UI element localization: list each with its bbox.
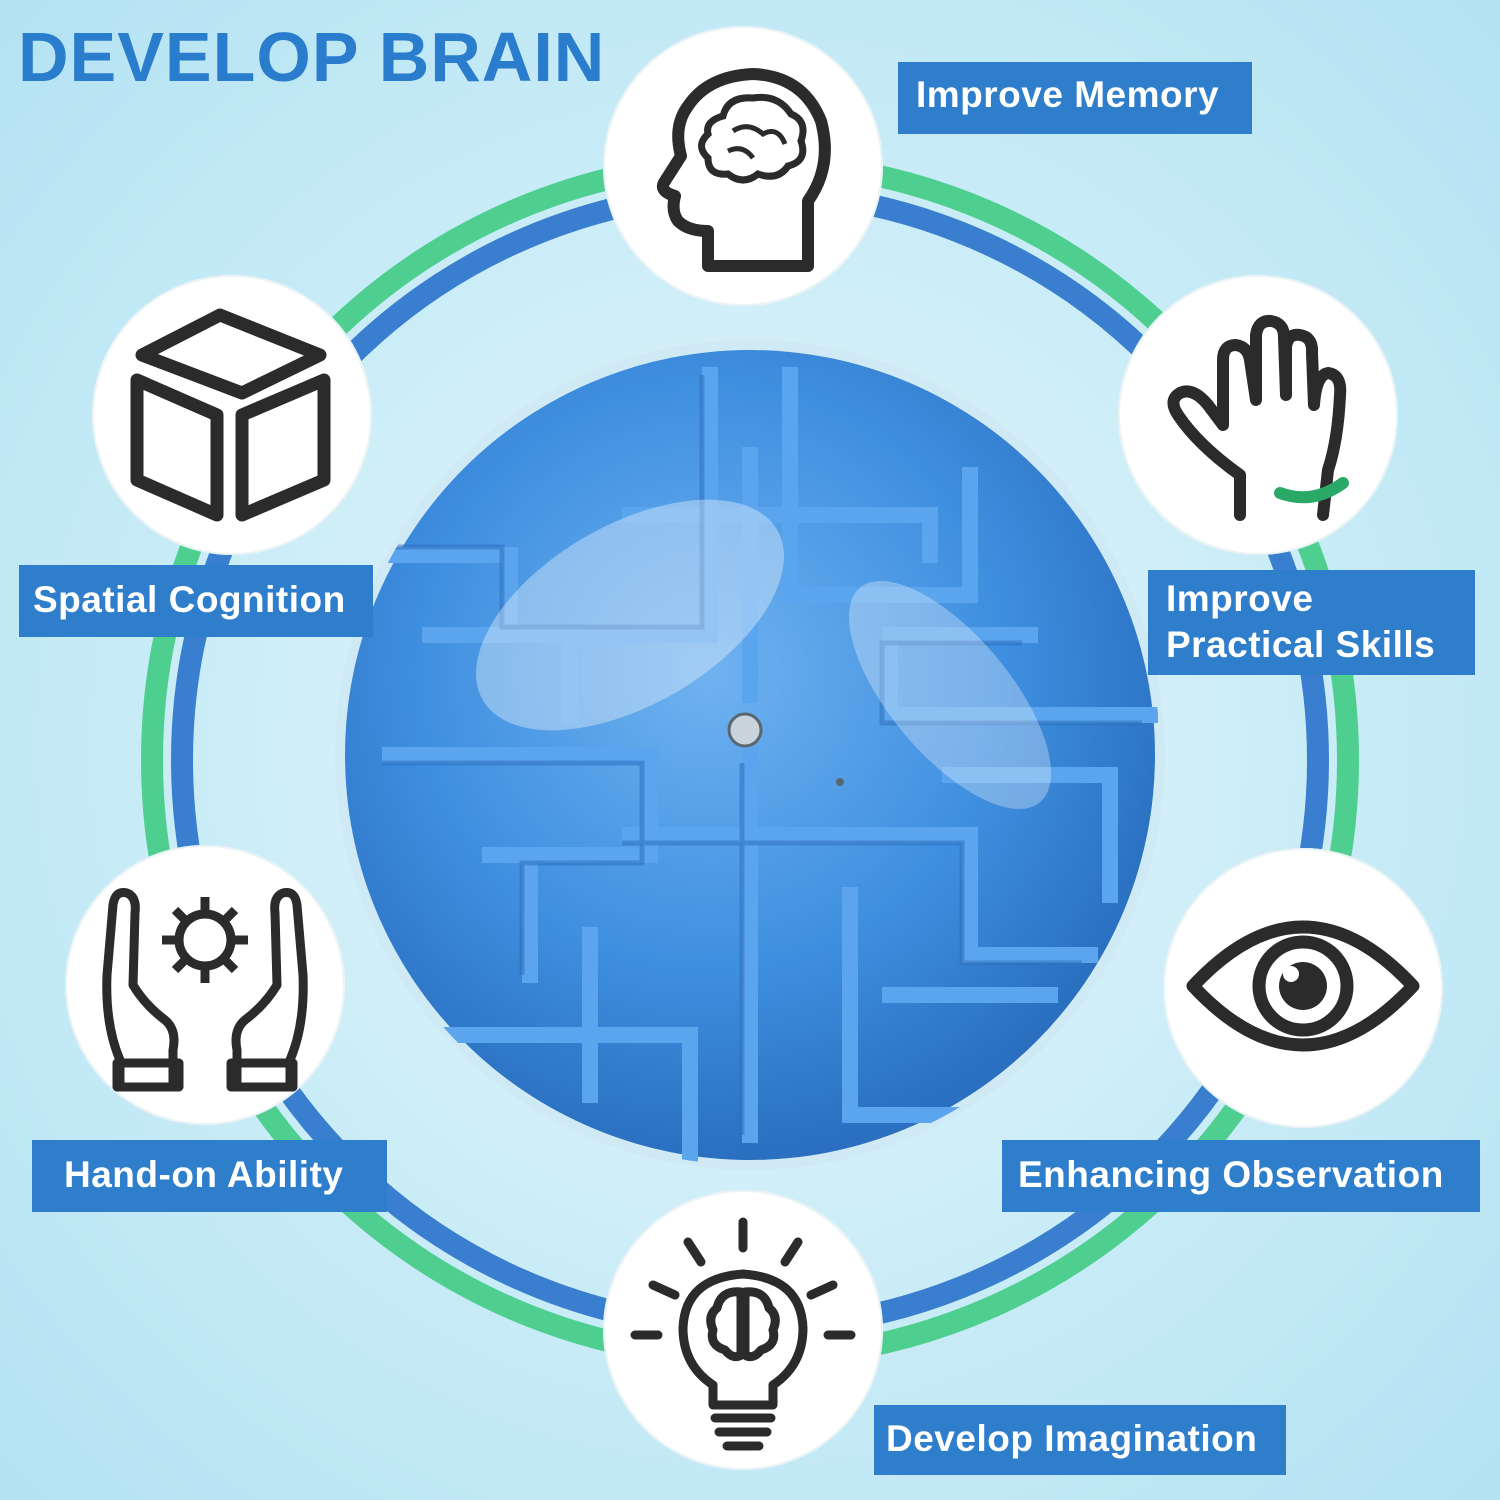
improve-memory-circle (603, 26, 883, 306)
page-title: DEVELOP BRAIN (18, 18, 606, 96)
label-practical-skills: Improve Practical Skills (1148, 570, 1475, 675)
label-enhancing-observation: Enhancing Observation (1002, 1140, 1480, 1212)
eye-icon (1186, 920, 1420, 1052)
develop-imagination-circle (603, 1190, 883, 1470)
spatial-cognition-circle (92, 275, 372, 555)
label-hand-on-ability: Hand-on Ability (32, 1140, 387, 1212)
label-improve-memory: Improve Memory (898, 62, 1252, 134)
lightbulb-brain-icon (630, 1217, 856, 1451)
hand-on-ability-circle (65, 845, 345, 1125)
practical-skills-circle (1118, 275, 1398, 555)
hands-gear-icon (102, 888, 308, 1092)
label-develop-imagination: Develop Imagination (874, 1405, 1286, 1475)
maze-ball-image (335, 340, 1165, 1170)
cube-icon (130, 308, 331, 522)
brain-head-icon (657, 68, 831, 272)
hand-icon (1167, 314, 1349, 521)
label-spatial-cognition: Spatial Cognition (19, 565, 373, 637)
enhancing-observation-circle (1163, 848, 1443, 1128)
